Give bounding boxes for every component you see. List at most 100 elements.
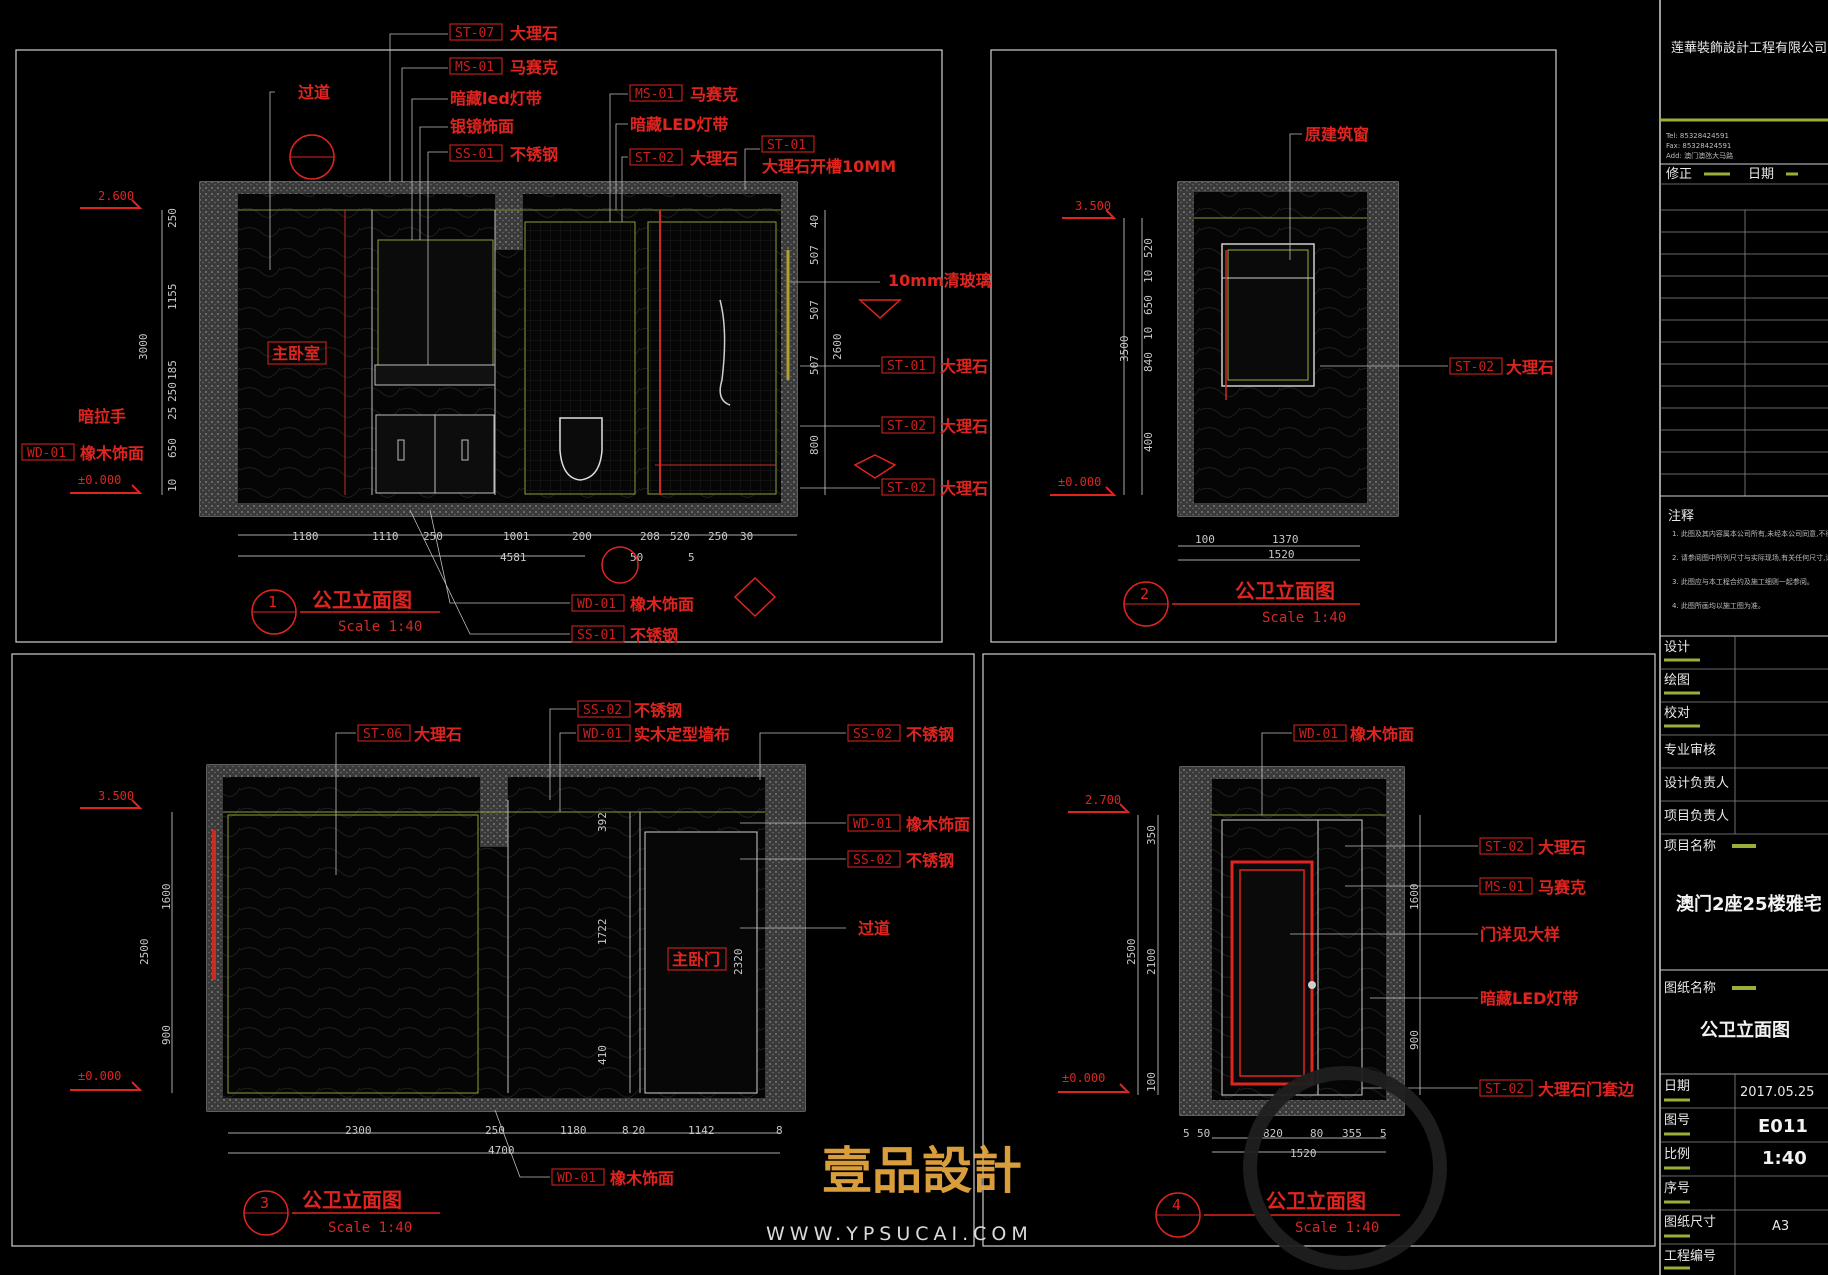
dim-text: 8 [622, 1124, 629, 1137]
dim-text: 208 [640, 530, 660, 543]
contact-line: Tel: 85328424591 [1665, 132, 1729, 140]
material-label: 大理石 [1506, 358, 1554, 377]
material-label: 大理石 [940, 479, 988, 498]
dim-text: 200 [572, 530, 592, 543]
material-code: WD-01 [583, 727, 622, 742]
material-code: SS-02 [853, 727, 892, 742]
material-code: ST-01 [767, 138, 806, 153]
material-label: 马赛克 [1538, 878, 1586, 897]
dim-text: 2500 [138, 939, 151, 966]
material-label: 不锈钢 [634, 701, 682, 720]
company-name: 莲華裝飾設計工程有限公司 [1671, 40, 1827, 56]
dim-text: 355 [1342, 1127, 1362, 1140]
view-3: 2300 250 1180 8 20 1142 8 4700 1600 2500… [70, 700, 970, 1236]
dim-total: 1520 [1290, 1147, 1317, 1160]
dim-text: 1600 [160, 884, 173, 911]
material-label: 橡木饰面 [1350, 725, 1414, 744]
view-scale: Scale 1:40 [338, 619, 422, 635]
info-label: 序号 [1664, 1181, 1690, 1196]
material-label: 不锈钢 [906, 851, 954, 870]
view-scale: Scale 1:40 [328, 1220, 412, 1236]
notes-title: 注释 [1668, 509, 1694, 524]
dim-total: 3500 [1118, 336, 1131, 363]
elevation-top: 2.600 [98, 189, 134, 203]
dim-text: 100 [1195, 533, 1215, 546]
dim-text: 650 [166, 438, 179, 458]
material-label: 大理石 [414, 725, 462, 744]
info-drawing-number: E011 [1758, 1116, 1808, 1137]
view-number: 1 [268, 593, 277, 611]
dim-text: 1722 [596, 919, 609, 946]
dim-text: 392 [596, 812, 609, 832]
material-code: ST-01 [887, 359, 926, 374]
dim-text: 1142 [688, 1124, 715, 1137]
dim-text: 410 [596, 1045, 609, 1065]
elevation-bottom: ±0.000 [78, 473, 121, 487]
view-title: 公卫立面图 [1266, 1189, 1366, 1213]
elevation-bottom: ±0.000 [1058, 475, 1101, 489]
dim-total: 4700 [488, 1144, 515, 1157]
dim-text: 507 [808, 355, 821, 375]
material-label: 不锈钢 [630, 626, 678, 645]
dim-text: 400 [1142, 432, 1155, 452]
dim-text: 1110 [372, 530, 399, 543]
contact-line: Add: 澳门澳氹大马路 [1666, 151, 1733, 160]
elevation-bottom: ±0.000 [78, 1069, 121, 1083]
dim-text: 250 [166, 382, 179, 402]
row-label: 设计负责人 [1664, 776, 1729, 791]
row-label: 项目负责人 [1664, 809, 1729, 824]
dim-text: 185 [166, 360, 179, 380]
material-code: ST-02 [887, 481, 926, 496]
dim-text: 40 [808, 215, 821, 228]
dim-text: 840 [1142, 352, 1155, 372]
note-line: 2. 请参阅图中所列尺寸与实际现场,有关任何尺寸,请与本公司联系。 [1672, 553, 1828, 562]
note-line: 3. 此图应与本工程合约及施工细则一起参阅。 [1672, 577, 1814, 586]
material-code: MS-01 [635, 87, 674, 102]
material-code: ST-02 [887, 419, 926, 434]
view-scale: Scale 1:40 [1295, 1220, 1379, 1236]
dim-text: 2100 [1145, 949, 1158, 976]
dim-text: 2600 [831, 334, 844, 361]
view-4: 5 50 820 80 355 5 1520 350 2100 2500 100… [1058, 724, 1635, 1238]
dim-text: 50 [1197, 1127, 1210, 1140]
material-label: 马赛克 [690, 85, 738, 104]
dim-text: 1180 [292, 530, 319, 543]
material-code: WD-01 [27, 446, 66, 461]
dim-text: 650 [1142, 295, 1155, 315]
dim-text: 520 [1142, 238, 1155, 258]
view-number: 3 [260, 1194, 269, 1212]
material-label: 暗藏LED灯带 [630, 115, 728, 134]
material-label: 大理石开槽10MM [762, 157, 896, 176]
dim-text: 900 [1408, 1030, 1421, 1050]
material-code: ST-07 [455, 26, 494, 41]
material-label: 橡木饰面 [80, 444, 144, 463]
material-label: 大理石 [940, 357, 988, 376]
material-label: 大理石 [690, 149, 738, 168]
material-code: SS-02 [583, 703, 622, 718]
dim-text: 25 [166, 407, 179, 420]
room-label: 主卧室 [272, 344, 320, 363]
dim-text: 250 [485, 1124, 505, 1137]
title-block: 莲華裝飾設計工程有限公司 Tel: 85328424591 Fax: 85328… [1659, 0, 1828, 1275]
row-label: 设计 [1664, 640, 1690, 655]
info-label: 图纸尺寸 [1664, 1215, 1716, 1230]
material-code: ST-02 [1485, 1082, 1524, 1097]
date-label: 日期 [1748, 167, 1774, 182]
material-code: WD-01 [577, 597, 616, 612]
view-1: 1180 1110 250 1001 200 208 520 250 30 45… [21, 23, 992, 645]
dim-text: 1155 [166, 284, 179, 311]
view-3-frame [11, 653, 975, 1247]
material-code: SS-01 [577, 628, 616, 643]
material-label: 橡木饰面 [630, 595, 694, 614]
material-code: WD-01 [853, 817, 892, 832]
material-label: 过道 [298, 83, 330, 102]
view-scale: Scale 1:40 [1262, 610, 1346, 626]
material-label: 过道 [858, 919, 890, 938]
elevation-top: 3.500 [1075, 199, 1111, 213]
material-code: ST-06 [363, 727, 402, 742]
view-2-frame [990, 49, 1557, 643]
material-label: 大理石 [1538, 838, 1586, 857]
dim-text: 8 [776, 1124, 783, 1137]
material-code: MS-01 [455, 60, 494, 75]
